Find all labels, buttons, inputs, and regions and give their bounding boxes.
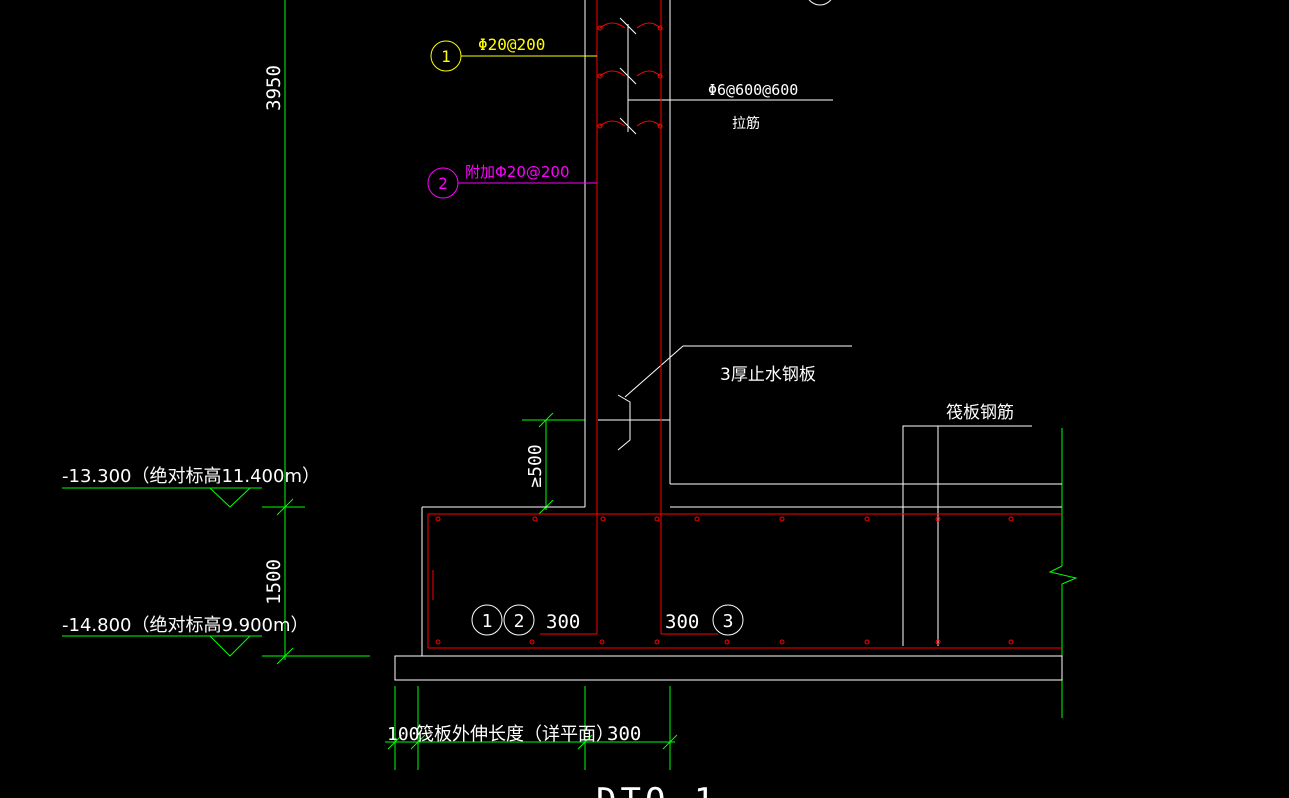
wall-height-dimension: 3950 bbox=[263, 65, 285, 111]
callout-1-number: 1 bbox=[441, 47, 451, 66]
callout-1: 1 Φ20@200 bbox=[430, 35, 597, 72]
tie-bar-spec: Φ6@600@600 bbox=[708, 81, 798, 99]
bottom-callouts bbox=[471, 604, 744, 636]
min-height-dimension: ≥500 bbox=[525, 444, 546, 487]
rebar-offset-right: 300 bbox=[665, 611, 699, 633]
bottom-callout-1: 1 bbox=[482, 611, 493, 632]
level-bottom-label: -14.800（绝对标高9.900m） bbox=[62, 615, 309, 636]
rebar-lines bbox=[427, 0, 1062, 649]
concrete-outline bbox=[394, 0, 1063, 681]
waterstop-label: 3厚止水钢板 bbox=[720, 365, 816, 385]
extension-100-dimension: 100 bbox=[387, 724, 420, 745]
dimension-lines bbox=[62, 0, 1078, 770]
tie-bar-marks bbox=[619, 17, 637, 135]
tie-bar-label: 拉筋 bbox=[732, 115, 760, 132]
bottom-callout-3: 3 bbox=[723, 611, 734, 632]
wall-width-dimension: 300 bbox=[607, 723, 641, 745]
rebar-offset-left: 300 bbox=[546, 611, 580, 633]
upper-right-marker bbox=[808, 0, 832, 6]
section-title: DTQ-1 bbox=[596, 781, 718, 798]
slab-thickness-dimension: 1500 bbox=[263, 559, 285, 605]
level-top-label: -13.300（绝对标高11.400m） bbox=[62, 466, 320, 487]
rebar-dots bbox=[435, 25, 1014, 645]
callout-2-text: 附加Φ20@200 bbox=[465, 163, 570, 181]
bottom-callout-2: 2 bbox=[514, 611, 525, 632]
callout-1-text: Φ20@200 bbox=[478, 35, 545, 54]
extension-length-label: 筏板外伸长度（详平面） bbox=[416, 724, 614, 745]
callout-2: 2 附加Φ20@200 bbox=[427, 163, 597, 199]
raft-rebar-label: 筏板钢筋 bbox=[946, 403, 1014, 423]
callout-2-number: 2 bbox=[438, 174, 448, 193]
